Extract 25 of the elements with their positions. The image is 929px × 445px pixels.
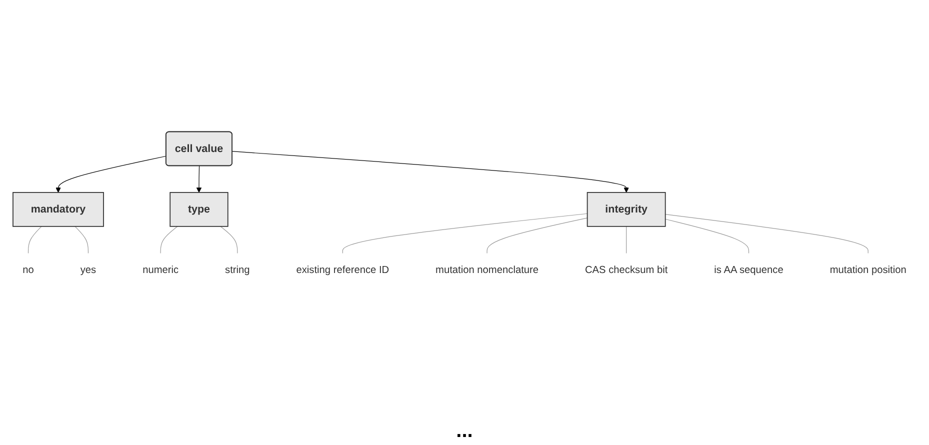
node-text: is AA sequence [714,264,784,276]
node-box: integrity [586,192,666,227]
arrow [56,156,167,193]
connector [160,226,178,254]
node-text: mutation nomenclature [436,264,539,276]
node-box: type [170,192,228,227]
node-text: existing reference ID [296,264,390,276]
connector [74,226,89,254]
node-text: CAS checksum bit [584,264,668,276]
node-text: mutation position [830,264,906,276]
node-text: string [225,264,250,276]
node-box: mandatory [12,192,104,227]
connector [342,213,588,254]
node-text: no [22,264,34,276]
connector [665,214,868,254]
arrow [196,166,202,193]
connector [626,226,627,254]
connector [28,226,42,254]
connector [220,226,238,254]
ellipsis-note: ... [456,420,473,442]
connector [486,218,588,254]
arrow [232,151,629,193]
node-text: numeric [142,264,179,276]
connector [665,218,750,254]
node-text: yes [80,264,96,276]
